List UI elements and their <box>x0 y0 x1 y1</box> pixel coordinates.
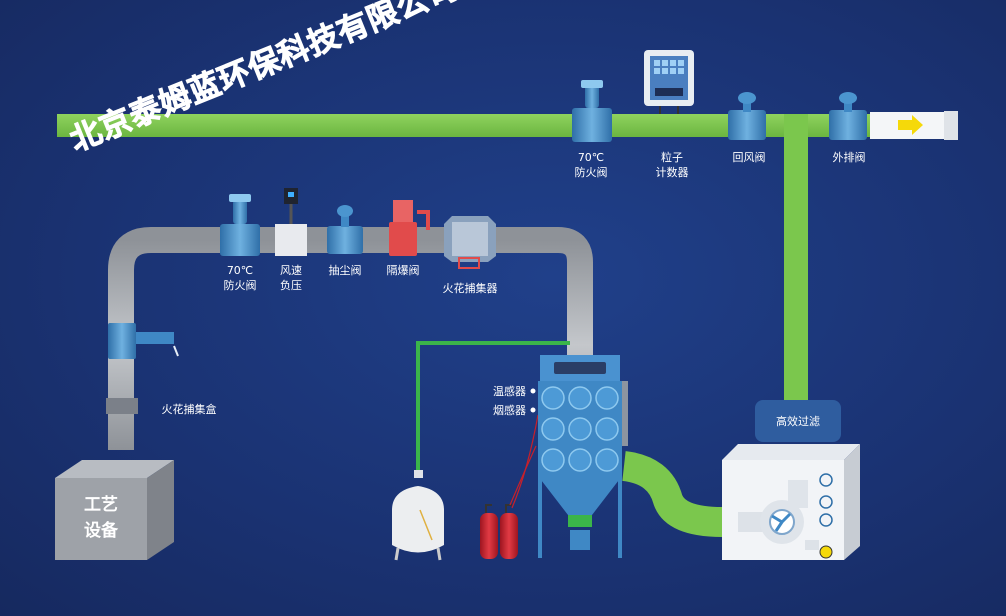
airspeed-sensor-icon <box>275 188 307 256</box>
spark-catcher-icon <box>444 216 496 269</box>
top-fire-valve-name: 防火阀 <box>574 166 608 179</box>
mid-fire-valve-name: 防火阀 <box>223 279 257 292</box>
process-equipment-line2: 设备 <box>84 521 118 541</box>
smoke-sensor-label: 烟感器 <box>493 404 526 417</box>
process-equipment-box <box>55 460 174 560</box>
fire-valve-icon <box>220 194 260 256</box>
temperature-sensor-icon <box>530 388 536 394</box>
damper-valve-icon <box>728 92 766 140</box>
spark-box-icon <box>106 323 179 414</box>
fan-icon <box>769 509 795 535</box>
process-equipment-label: 工艺 设备 <box>55 492 147 544</box>
mid-fire-valve-temp: 70℃ <box>226 264 254 277</box>
mid-fire-valve-label: 70℃ 防火阀 <box>217 263 263 293</box>
airspeed-line2: 负压 <box>280 279 302 292</box>
process-equipment-line1: 工艺 <box>84 495 118 515</box>
fire-extinguisher-icon <box>480 414 539 559</box>
fire-valve-icon <box>572 80 612 142</box>
arrow-right-icon <box>898 115 923 135</box>
spark-catcher-label: 火花捕集器 <box>442 282 498 295</box>
particle-counter-label: 粒子 计数器 <box>649 150 695 180</box>
explosion-valve-label: 隔爆阀 <box>386 264 420 277</box>
dust-collector-icon <box>538 355 628 558</box>
damper-valve-icon <box>829 92 867 140</box>
hepa-filter-label: 高效过滤 <box>755 400 841 442</box>
particle-counter-line2: 计数器 <box>655 166 689 179</box>
airspeed-label: 风速 负压 <box>270 263 312 293</box>
top-fire-valve-temp: 70℃ <box>577 151 605 164</box>
green-outlet-duct <box>621 451 723 537</box>
water-tank-icon <box>392 470 444 561</box>
damper-valve-icon <box>327 205 363 254</box>
green-riser-duct <box>784 114 808 404</box>
dust-valve-label: 抽尘阀 <box>328 264 362 277</box>
explosion-valve-icon <box>389 200 430 256</box>
spark-box-label: 火花捕集盒 <box>161 403 217 416</box>
exhaust-valve-label: 外排阀 <box>832 151 866 164</box>
top-fire-valve-label: 70℃ 防火阀 <box>568 150 614 180</box>
green-tank-line <box>416 341 570 475</box>
particle-counter-line1: 粒子 <box>661 151 683 164</box>
smoke-sensor-icon <box>530 407 536 413</box>
fan-unit-icon <box>722 444 860 560</box>
return-valve-label: 回风阀 <box>732 151 766 164</box>
particle-counter-icon <box>644 50 694 114</box>
temperature-sensor-label: 温感器 <box>493 385 526 398</box>
top-green-duct <box>57 114 917 137</box>
airspeed-line1: 风速 <box>280 264 302 277</box>
